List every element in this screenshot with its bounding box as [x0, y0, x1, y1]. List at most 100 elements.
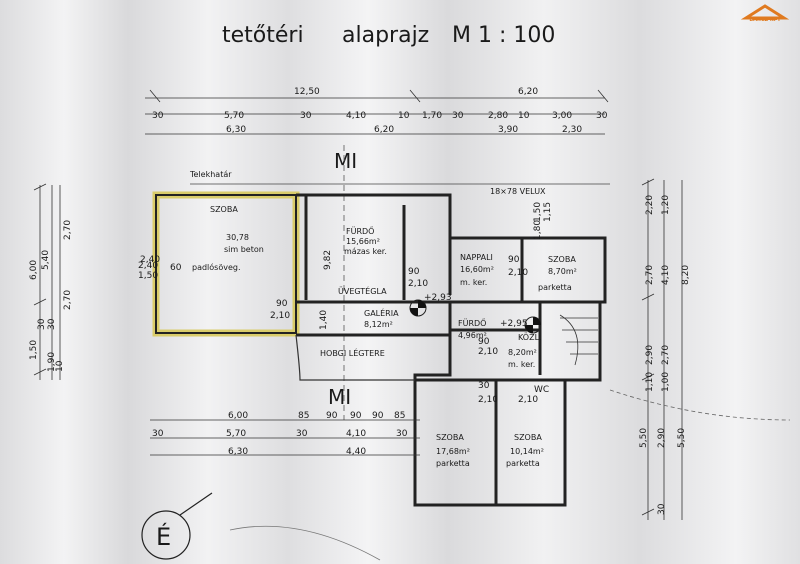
inner-dim-5: 90: [408, 267, 420, 277]
bottom3-dim-0: 6,30: [228, 447, 248, 457]
right-dim-9: 5,50: [639, 428, 649, 448]
bottom1-dim-0: 6,00: [228, 411, 248, 421]
right-dim-6: 2,70: [661, 345, 671, 365]
room-1-name: SZOBA: [210, 205, 238, 214]
inner-dim-15: 2,10: [478, 395, 498, 405]
dim-6-20b: 6,20: [374, 125, 394, 135]
inner-dim-3: 90: [276, 299, 288, 309]
left-dim-3: 2,70: [63, 290, 73, 310]
room-5-area: 8,12m²: [364, 320, 393, 329]
right-dim-7: 1,10: [645, 372, 655, 392]
level-marker-2: [524, 316, 542, 334]
compass-letter: É: [156, 522, 171, 551]
room-3-name: NAPPALI: [460, 253, 493, 262]
title-part2: alaprajz: [342, 23, 429, 48]
left-dim-8: 30: [47, 318, 57, 330]
bottom2-dim-3: 4,10: [346, 429, 366, 439]
inner-dim-16: 2,10: [518, 395, 538, 405]
right-dim-4: 8,20: [681, 265, 691, 285]
room-7-area: 8,20m²: [508, 348, 537, 357]
bottom2-dim-4: 30: [396, 429, 408, 439]
room-4-name: SZOBA: [548, 255, 576, 264]
top-dim-1: 5,70: [224, 111, 244, 121]
loft-void-label: HOBGI LÉGTERE: [320, 347, 385, 358]
top-dim-9: 3,00: [552, 111, 572, 121]
left-dim-5: 2,40: [138, 261, 158, 271]
title-scale: M 1 : 100: [452, 23, 555, 48]
left-dim-9: 1,90: [47, 352, 57, 372]
room-9-area: 10,14m²: [510, 447, 544, 456]
bottom1-dim-2: 90: [326, 411, 338, 421]
left-dim-1: 5,40: [41, 250, 51, 270]
top-dim-4: 10: [398, 111, 410, 121]
room-3-floor: m. ker.: [460, 278, 487, 287]
left-dim-0: 6,00: [29, 260, 39, 280]
room-2-name: FÜRDŐ: [346, 226, 374, 236]
inner-dim-10: 2,10: [478, 347, 498, 357]
left-dim-6: 1,50: [138, 271, 158, 281]
room-2-area: 15,66m²: [346, 237, 380, 246]
top-dim-5: 1,70: [422, 111, 442, 121]
left-dim-4: 1,50: [29, 340, 39, 360]
inner-dim-11: +2,95: [500, 319, 528, 329]
room-7-floor: m. ker.: [508, 360, 535, 369]
level-marker-1: [409, 299, 427, 317]
inner-dim-7: 1,40: [319, 310, 329, 330]
room-8-floor: parketta: [436, 459, 470, 468]
bottom2-dim-1: 5,70: [226, 429, 246, 439]
room-8-area: 17,68m²: [436, 447, 470, 456]
top-dim-6: 30: [452, 111, 464, 121]
right-dim-8: 1,00: [661, 372, 671, 392]
top-dim-0: 30: [152, 111, 164, 121]
room-9-name: SZOBA: [514, 433, 542, 442]
room-9-floor: parketta: [506, 459, 540, 468]
bottom1-dim-4: 90: [372, 411, 384, 421]
left-dim-2: 2,70: [63, 220, 73, 240]
top-dim-8: 10: [518, 111, 530, 121]
inner-dim-13: 2,10: [508, 268, 528, 278]
right-dim-2: 2,70: [645, 265, 655, 285]
right-dim-1: 1,20: [661, 195, 671, 215]
inner-dim-19: 1,80: [533, 220, 543, 240]
room-4-area: 8,70m²: [548, 267, 577, 276]
top-dim-10: 30: [596, 111, 608, 121]
dim-12-50: 12,50: [294, 87, 320, 97]
right-dim-0: 2,20: [645, 195, 655, 215]
room-4-floor: parketta: [538, 283, 572, 292]
left-dim-7: 30: [37, 318, 47, 330]
right-dim-5: 2,90: [645, 345, 655, 365]
room-5-name: GALÉRIA: [364, 307, 399, 318]
room-1-floor2: padlósöveg.: [192, 262, 241, 272]
bottom1-dim-3: 90: [350, 411, 362, 421]
bottom2-dim-2: 30: [296, 429, 308, 439]
inner-dim-20: WC: [534, 385, 549, 395]
room-8-name: SZOBA: [436, 433, 464, 442]
logo: [736, 4, 794, 34]
room-1-floor1: sim beton: [224, 245, 264, 254]
velux-label: 18×78 VELUX: [490, 187, 546, 196]
right-dim-12: 30: [657, 503, 667, 515]
inner-dim-6: 2,10: [408, 279, 428, 289]
inner-dim-14: 30: [478, 381, 490, 391]
room-3-area: 16,60m²: [460, 265, 494, 274]
logo-text: BARCZ KFT: [749, 17, 781, 23]
inner-dim-9: 90: [478, 337, 490, 347]
room-1-area: 30,78: [226, 233, 249, 242]
telekhatar-label: Telekhatár: [189, 170, 232, 179]
right-dim-3: 4,10: [661, 265, 671, 285]
dim-6-30: 6,30: [226, 125, 246, 135]
bottom1-dim-5: 85: [394, 411, 405, 421]
bottom3-dim-1: 4,40: [346, 447, 366, 457]
dim-3-90: 3,90: [498, 125, 518, 135]
top-dim-7: 2,80: [488, 111, 508, 121]
room-2-floor: mázas ker.: [344, 247, 387, 256]
north-compass: É: [141, 492, 213, 560]
top-dim-3: 4,10: [346, 111, 366, 121]
dim-6-20: 6,20: [518, 87, 538, 97]
dim-2-30: 2,30: [562, 125, 582, 135]
right-dim-10: 2,90: [657, 428, 667, 448]
section-mark-top: MI: [334, 149, 357, 173]
top-dim-2: 30: [300, 111, 312, 121]
glass-brick-label: ÜVEGTÉGLA: [338, 285, 387, 296]
